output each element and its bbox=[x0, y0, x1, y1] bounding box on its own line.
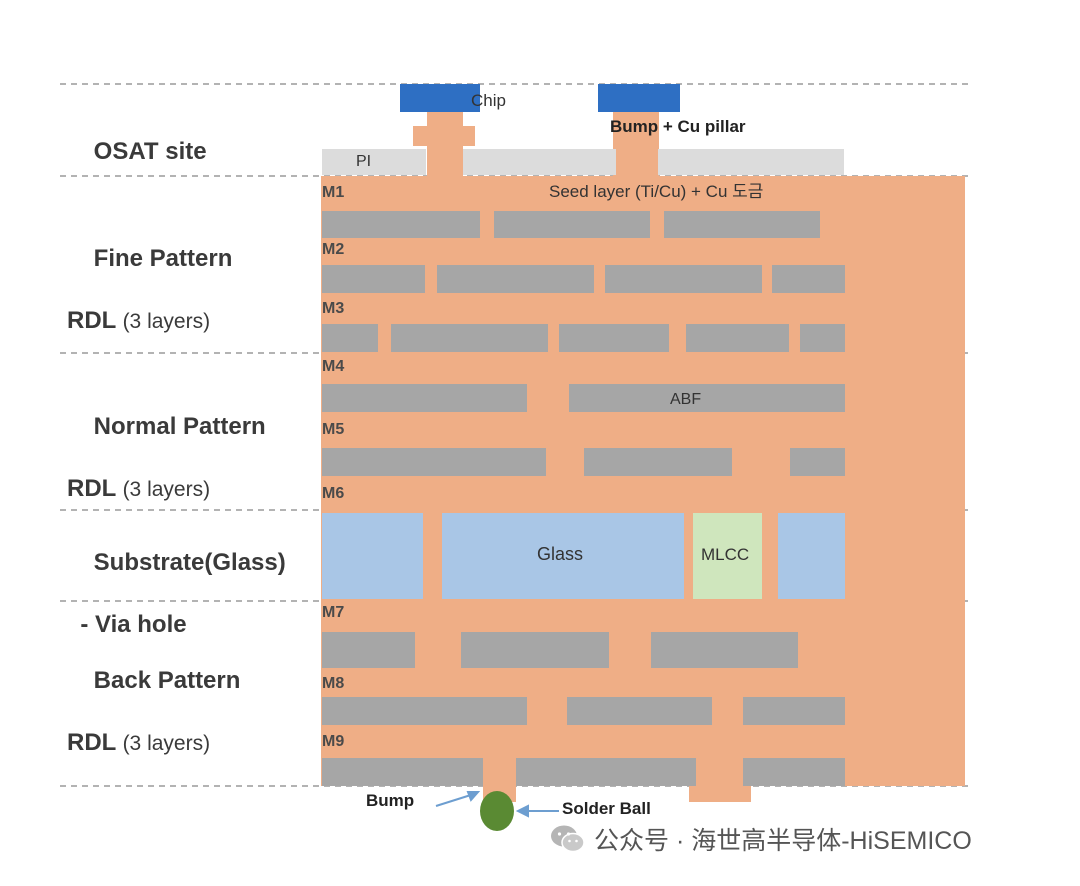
mlcc-label: MLCC bbox=[701, 545, 749, 564]
bump-arrow-head bbox=[466, 791, 481, 802]
section-title: OSAT site bbox=[93, 138, 207, 165]
metal-pad bbox=[569, 384, 845, 412]
watermark: 公众号 · 海世高半导体-HiSEMICO bbox=[550, 822, 972, 856]
metal-pad bbox=[494, 211, 650, 238]
metal-pad bbox=[322, 324, 378, 352]
metal-pad bbox=[800, 324, 845, 352]
section-label-normal-pattern: Normal Pattern RDL (3 layers) bbox=[67, 380, 266, 567]
layer-label-m6: M6 bbox=[322, 485, 344, 502]
section-title: Back Pattern bbox=[93, 667, 241, 694]
section-title: Normal Pattern bbox=[93, 413, 266, 440]
section-line2: RDL (3 layers) bbox=[67, 475, 211, 502]
pi-layer bbox=[658, 149, 844, 175]
metal-pads bbox=[322, 211, 845, 786]
watermark-text: 公众号 · 海世高半导体-HiSEMICO bbox=[594, 827, 972, 855]
layer-label-m8: M8 bbox=[322, 675, 344, 692]
metal-pad bbox=[322, 265, 425, 293]
section-title: Fine Pattern bbox=[93, 245, 233, 272]
mlcc-block bbox=[693, 513, 762, 599]
layer-label-m3: M3 bbox=[322, 300, 344, 317]
metal-pad bbox=[790, 448, 845, 476]
metal-pad bbox=[437, 265, 594, 293]
metal-pad bbox=[567, 697, 712, 725]
metal-pad bbox=[391, 324, 548, 352]
metal-pad bbox=[322, 384, 527, 412]
bottom-bump bbox=[689, 786, 751, 802]
glass-block bbox=[322, 513, 423, 599]
layer-label-m9: M9 bbox=[322, 733, 344, 750]
callout-arrows bbox=[435, 791, 559, 818]
cu-pillar bbox=[613, 112, 659, 176]
metal-pad bbox=[516, 758, 696, 786]
metal-pad bbox=[322, 632, 415, 668]
pi-layer bbox=[463, 149, 616, 175]
wechat-icon bbox=[551, 825, 585, 853]
cu-pillar-cap bbox=[413, 126, 475, 146]
layer-label-m4: M4 bbox=[322, 358, 344, 375]
metal-pad bbox=[322, 211, 480, 238]
chip bbox=[598, 84, 680, 112]
section-line2: RDL (3 layers) bbox=[67, 729, 211, 756]
bump-label: Bump bbox=[366, 791, 414, 810]
chip-label: Chip bbox=[471, 91, 506, 110]
layer-label-m5: M5 bbox=[322, 421, 344, 438]
metal-pad bbox=[743, 758, 845, 786]
section-line2: RDL (3 layers) bbox=[67, 307, 211, 334]
solder-ball-label: Solder Ball bbox=[562, 799, 651, 818]
section-label-back-pattern: Back Pattern RDL (3 layers) bbox=[67, 634, 240, 821]
metal-pad bbox=[584, 448, 732, 476]
section-title: Substrate(Glass) bbox=[93, 549, 286, 576]
section-label-fine-pattern: Fine Pattern RDL (3 layers) bbox=[67, 212, 232, 399]
metal-pad bbox=[686, 324, 789, 352]
solder-arrow-head bbox=[515, 804, 529, 818]
bump-pillar-label: Bump + Cu pillar bbox=[610, 117, 746, 136]
metal-pad bbox=[605, 265, 762, 293]
metal-pad bbox=[322, 697, 527, 725]
metal-pad bbox=[559, 324, 669, 352]
glass-block bbox=[442, 513, 684, 599]
section-label-osat: OSAT site bbox=[67, 105, 207, 198]
layer-label-m2: M2 bbox=[322, 241, 344, 258]
abf-label: ABF bbox=[670, 391, 701, 408]
layer-labels: M1 M2 M3 M4 M5 M6 M7 M8 M9 bbox=[322, 184, 344, 750]
solder-ball bbox=[480, 791, 514, 831]
glass-block bbox=[778, 513, 845, 599]
metal-pad bbox=[322, 758, 483, 786]
seed-layer-label: Seed layer (Ti/Cu) + Cu 도금 bbox=[549, 182, 763, 201]
metal-pad bbox=[651, 632, 798, 668]
layer-label-m1: M1 bbox=[322, 184, 344, 201]
layer-label-m7: M7 bbox=[322, 604, 344, 621]
pi-label: PI bbox=[356, 153, 371, 170]
metal-pad bbox=[664, 211, 820, 238]
section-line2: - Via hole bbox=[67, 611, 187, 638]
pi-layer bbox=[322, 149, 426, 175]
section-label-substrate: Substrate(Glass) - Via hole bbox=[67, 516, 286, 702]
metal-pad bbox=[743, 697, 845, 725]
metal-pad bbox=[322, 448, 546, 476]
glass-label: Glass bbox=[537, 544, 583, 564]
chip bbox=[400, 84, 480, 112]
bump-arrow bbox=[435, 793, 475, 807]
metal-pad bbox=[772, 265, 845, 293]
metal-pad bbox=[461, 632, 609, 668]
